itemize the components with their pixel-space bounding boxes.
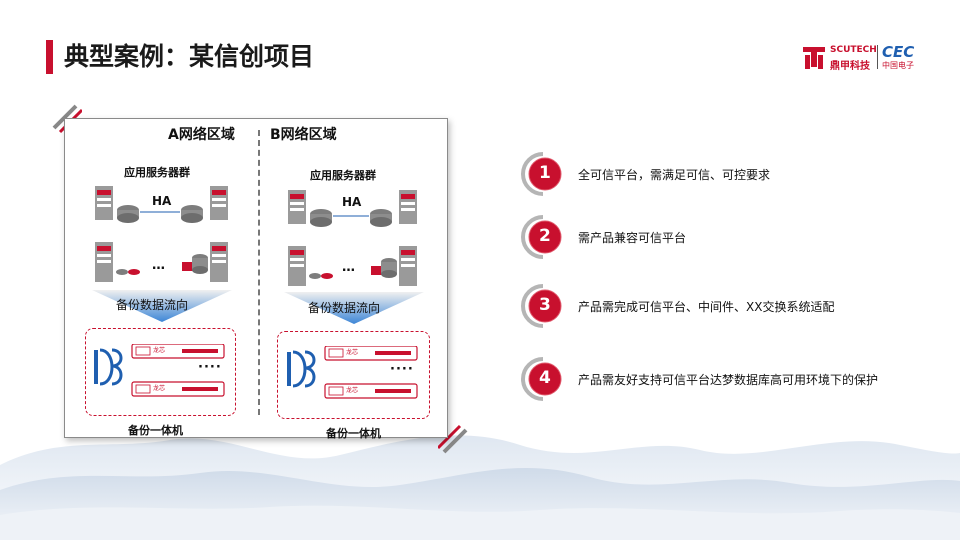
zone-b-appliance-tag-1: 龙芯 [346, 349, 359, 356]
server-icon [210, 242, 228, 282]
server-icon [95, 242, 113, 282]
zone-a-title: A网络区域 [168, 127, 235, 143]
zone-a-box-label: 备份一体机 [128, 424, 183, 437]
zone-divider [258, 130, 260, 415]
number-badge-icon [521, 284, 562, 328]
zone-b-appliance-dots: ···· [390, 362, 414, 377]
appliance-unit [324, 383, 418, 399]
dm-db-logo-icon [94, 348, 123, 386]
zone-b-backup-appliance-box [277, 331, 430, 419]
requirement-number: 1 [539, 163, 551, 183]
zone-b-title: B网络区域 [270, 127, 337, 143]
requirement-item: 3 产品需完成可信平台、中间件、XX交换系统适配 [520, 283, 834, 333]
zone-b-flow-arrow [284, 292, 424, 324]
server-icon [95, 186, 113, 220]
zone-b-ellipsis: … [342, 260, 356, 275]
zone-a-appliance-graphic [94, 344, 225, 397]
requirement-number: 4 [539, 368, 551, 388]
logo-brand-en: SCUTECH [830, 45, 877, 55]
number-badge-icon [521, 215, 562, 259]
number-badge-icon [521, 152, 562, 196]
requirement-text: 产品需完成可信平台、中间件、XX交换系统适配 [578, 300, 835, 314]
zone-a-server-group-label: 应用服务器群 [124, 166, 190, 179]
zone-a-appliance-dots: ···· [198, 360, 222, 375]
requirement-item: 1 全可信平台，需满足可信、可控要求 [520, 151, 770, 201]
server-icon [210, 186, 228, 220]
zone-a-flow-arrow [92, 290, 232, 322]
number-badge-icon [521, 357, 562, 401]
server-icon [399, 246, 417, 286]
scutech-emblem-icon [803, 47, 825, 69]
requirement-number: 2 [539, 226, 551, 246]
server-icon [288, 190, 306, 224]
page-title: 典型案例：某信创项目 [64, 42, 315, 71]
zone-b-appliance-graphic [287, 346, 418, 399]
zone-a-appliance-tag-2: 龙芯 [153, 385, 166, 392]
requirement-text: 需产品兼容可信平台 [578, 231, 687, 245]
logo-partner-cn: 中国电子 [882, 61, 914, 70]
zone-b-box-label: 备份一体机 [326, 427, 381, 440]
zone-a-ha-label: HA [152, 194, 172, 208]
zone-a-backup-appliance-box [85, 328, 236, 416]
zone-a-appliance-tag-1: 龙芯 [153, 347, 166, 354]
zone-b-server-group-label: 应用服务器群 [310, 169, 376, 182]
requirement-item: 4 产品需友好支持可信平台达梦数据库高可用环境下的保护 [520, 356, 878, 406]
logo-brand-cn: 鼎甲科技 [830, 61, 870, 72]
zone-b-appliance-tag-2: 龙芯 [346, 387, 359, 394]
requirement-number: 3 [539, 295, 551, 315]
logo-partner-en: CEC [882, 43, 915, 61]
requirement-text: 全可信平台，需满足可信、可控要求 [578, 168, 771, 182]
zone-a-flow-label: 备份数据流向 [116, 298, 189, 312]
title-accent-bar [46, 40, 53, 74]
mountain-background [0, 435, 960, 540]
appliance-unit [324, 346, 418, 361]
appliance-unit [131, 344, 225, 359]
zone-b-server-cluster [288, 190, 417, 286]
dm-db-logo-icon [287, 350, 316, 388]
zone-a-ellipsis: … [152, 258, 166, 273]
requirement-text: 产品需友好支持可信平台达梦数据库高可用环境下的保护 [578, 373, 879, 387]
zone-b-ha-label: HA [342, 195, 362, 209]
server-icon [288, 246, 306, 286]
zone-a-server-cluster [95, 186, 228, 282]
corner-stripe-icon [438, 424, 468, 454]
logo-separator [877, 45, 878, 69]
company-logo: SCUTECH 鼎甲科技 CEC 中国电子 [800, 43, 918, 72]
zone-b-flow-label: 备份数据流向 [308, 301, 381, 315]
server-icon [399, 190, 417, 224]
requirement-item: 2 需产品兼容可信平台 [520, 214, 686, 264]
appliance-unit [131, 381, 225, 397]
